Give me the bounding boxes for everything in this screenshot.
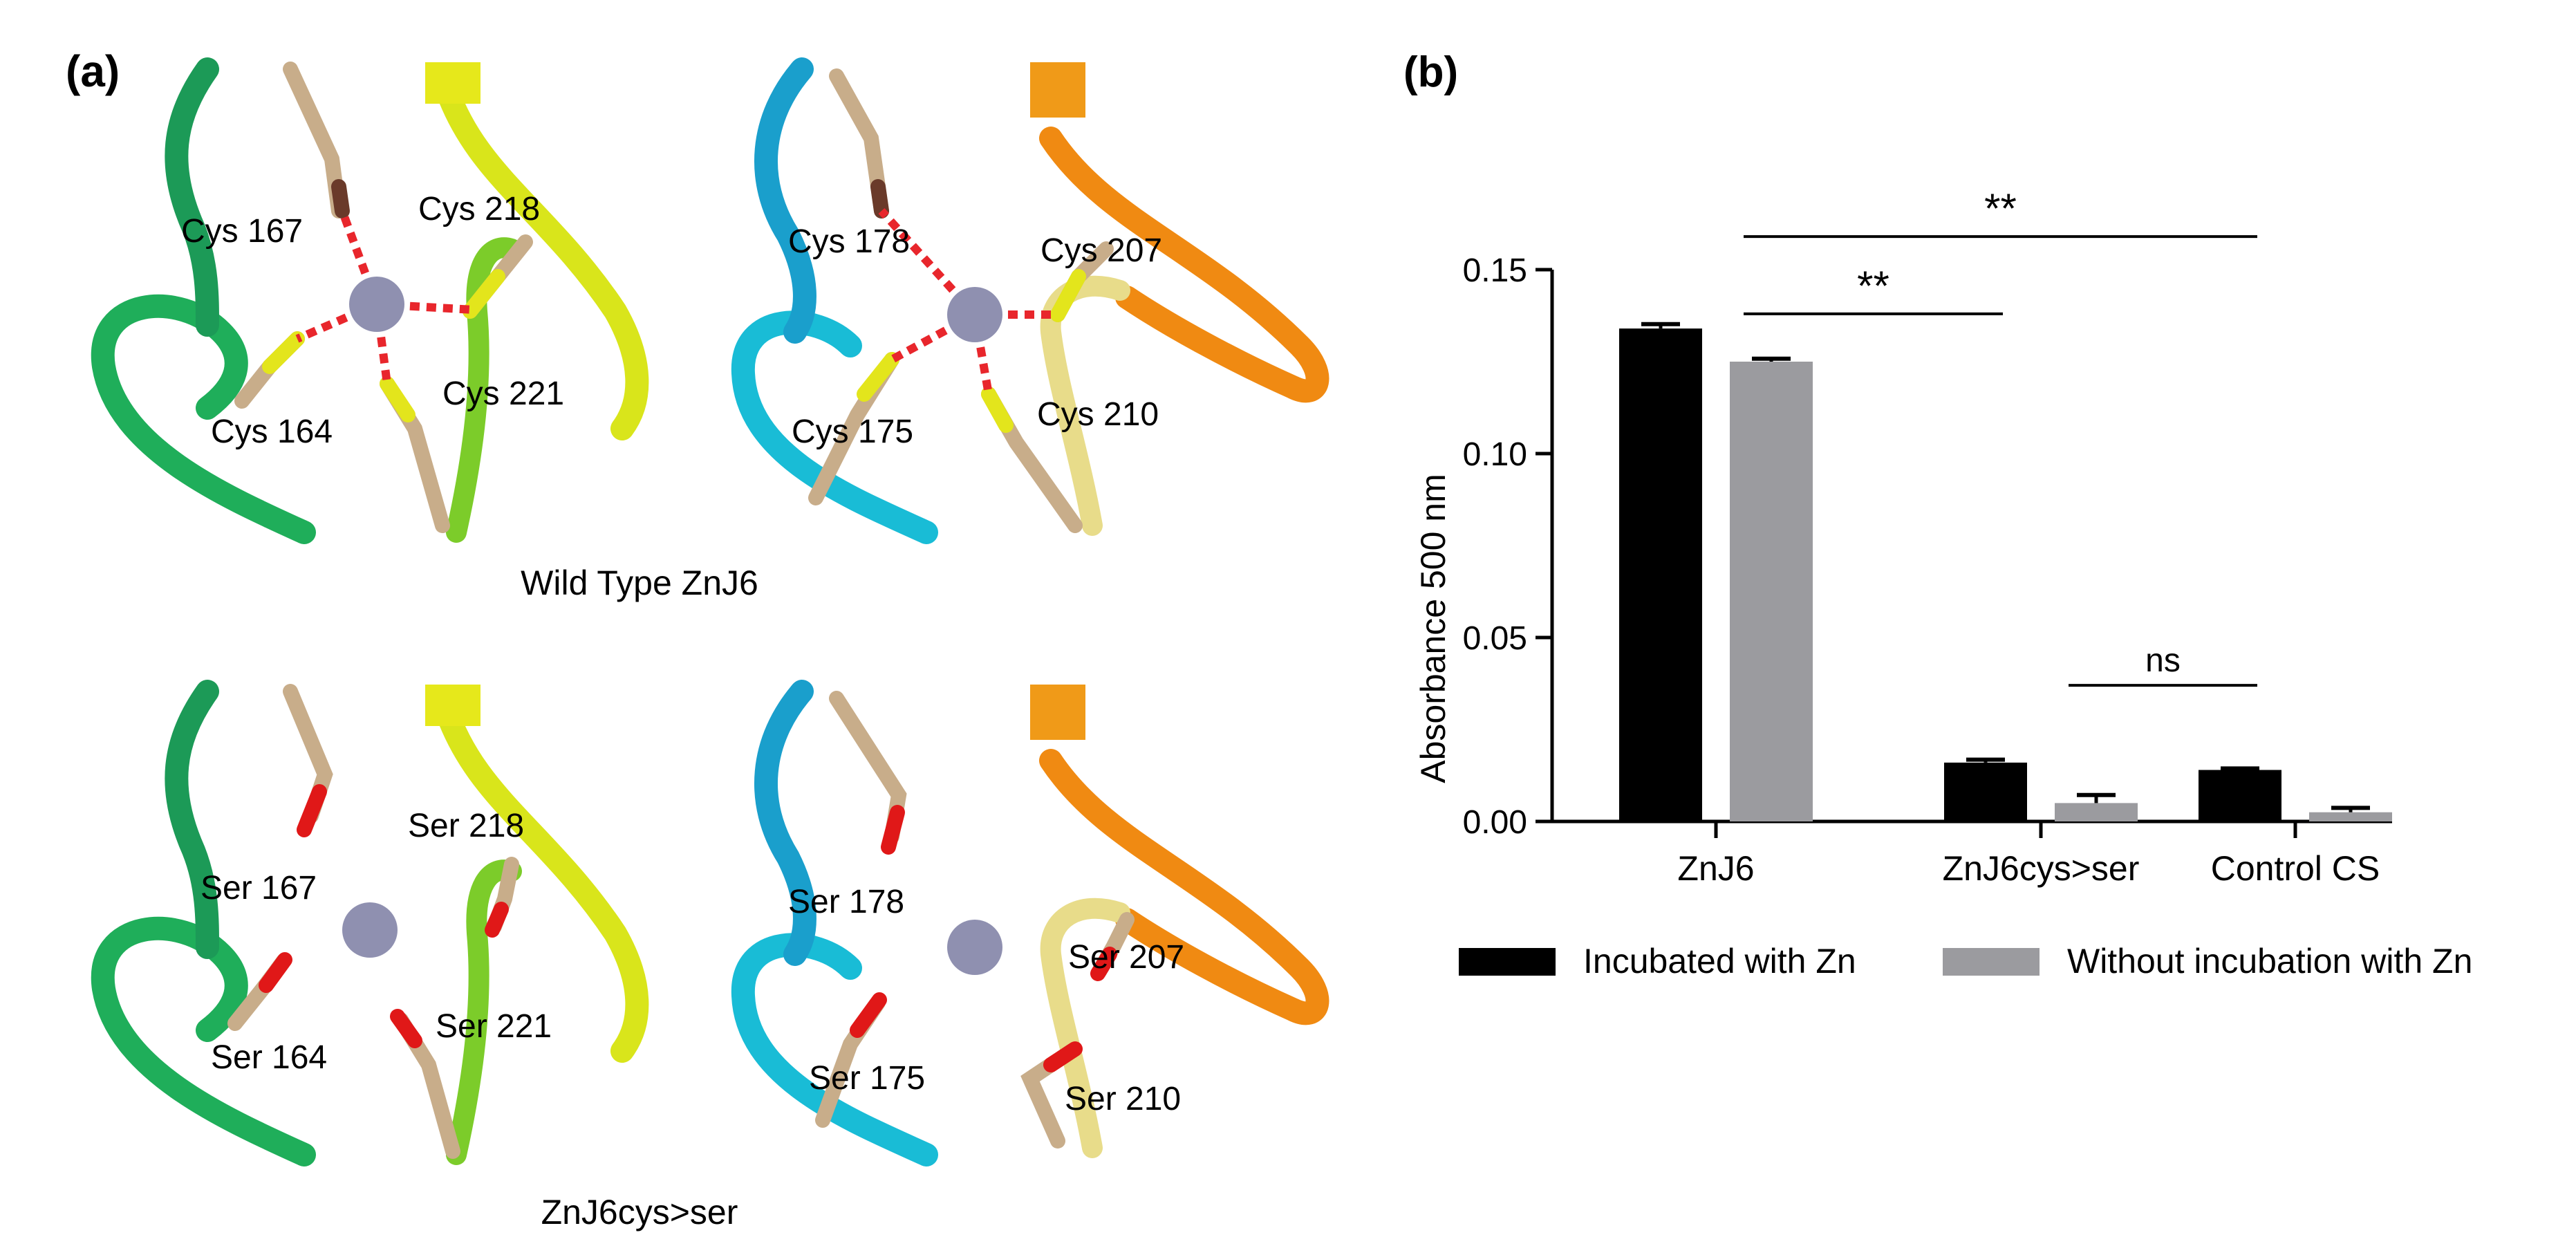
- y-tick-label: 0.05: [1463, 620, 1527, 657]
- legend-swatch: [1943, 948, 2040, 976]
- residue-label: Cys 178: [788, 223, 910, 260]
- residue-label: Ser 210: [1065, 1081, 1181, 1117]
- oxygen-218: [485, 902, 509, 938]
- x-tick-label: ZnJ6: [1677, 849, 1754, 888]
- y-tick-label: 0.10: [1463, 436, 1527, 473]
- bar: [1730, 362, 1813, 821]
- ribbon-green-lower: [91, 916, 316, 1166]
- zinc-atom: [349, 277, 404, 332]
- significance-label: **: [1857, 263, 1889, 309]
- helix-yellow-end: [425, 685, 480, 726]
- legend-label: Without incubation with Zn: [2067, 942, 2472, 980]
- legend: Incubated with Zn Without incubation with…: [1459, 942, 2472, 980]
- mut-right-structure: Ser 178 Ser 207 Ser 175 Ser 210: [731, 680, 1329, 1166]
- residue-label: Cys 175: [792, 413, 913, 450]
- zinc-coordination-bonds: [295, 209, 474, 384]
- sulfur-221: [380, 376, 416, 422]
- zinc-atom: [342, 902, 398, 958]
- sulfur-167-tip: [331, 179, 350, 219]
- y-tick-label: 0.00: [1463, 804, 1527, 841]
- oxygen-207: [1090, 947, 1117, 981]
- wt-right-structure: Cys 178 Cys 207 Cys 175 Cys 210: [731, 57, 1329, 544]
- ribbon-cyan-upper: [754, 57, 816, 344]
- panel-a-label: (a): [66, 46, 120, 96]
- ribbon-lime: [446, 237, 522, 543]
- residue-label: Ser 167: [200, 870, 317, 907]
- oxygen-164: [259, 952, 292, 993]
- bars: [1619, 322, 2392, 821]
- significance-label: ns: [2145, 642, 2181, 679]
- significance-annotations: ** ** ns: [1744, 185, 2257, 687]
- sulfur-210: [981, 387, 1014, 433]
- helix-yellow-end: [425, 62, 480, 104]
- significance-label: **: [1984, 185, 2017, 232]
- helix-orange-end: [1030, 62, 1085, 118]
- bar: [1619, 328, 1702, 821]
- panel-b-label: (b): [1403, 48, 1458, 96]
- x-tick-label: ZnJ6cys>ser: [1943, 849, 2140, 888]
- ribbon-green-upper: [165, 680, 219, 959]
- residue-label: Ser 178: [788, 884, 904, 920]
- oxygen-221: [390, 1009, 422, 1048]
- mut-left-structure: Ser 167 Ser 218 Ser 164 Ser 221: [91, 680, 649, 1166]
- residue-label: Cys 164: [211, 413, 333, 450]
- residue-label: Cys 221: [442, 375, 564, 412]
- residue-label: Cys 218: [418, 191, 540, 227]
- ribbon-cyan-lower: [731, 933, 938, 1166]
- bar: [1944, 762, 2027, 821]
- wild-type-caption: Wild Type ZnJ6: [521, 564, 758, 602]
- ribbon-orange: [1039, 127, 1329, 403]
- residue-label: Cys 167: [181, 213, 303, 250]
- residue-label: Ser 221: [436, 1008, 552, 1045]
- ribbon-orange: [1039, 749, 1329, 1025]
- legend-label: Incubated with Zn: [1583, 942, 1856, 980]
- ribbon-cyan-upper: [754, 680, 816, 966]
- helix-orange-end: [1030, 685, 1085, 740]
- ribbon-lime: [446, 859, 522, 1165]
- sulfur-178-tip: [870, 179, 889, 219]
- ribbon-green-upper: [165, 57, 219, 337]
- residue-label: Ser 207: [1068, 939, 1184, 976]
- wt-left-structure: Cys 167 Cys 218 Cys 164 Cys 221: [91, 57, 649, 544]
- legend-swatch: [1459, 948, 1556, 976]
- bar: [2309, 812, 2392, 821]
- oxygen-167: [297, 784, 327, 837]
- oxygen-178: [881, 805, 905, 855]
- sulfur-164: [262, 331, 305, 374]
- oxygen-175: [850, 992, 887, 1038]
- bar: [2199, 770, 2281, 821]
- y-axis-label: Absorbance 500 nm: [1414, 474, 1453, 783]
- bar: [2055, 803, 2138, 821]
- x-tick-label: Control CS: [2211, 849, 2380, 888]
- mutant-caption: ZnJ6cys>ser: [541, 1193, 738, 1231]
- sulfur-218: [463, 269, 505, 319]
- x-axis: ZnJ6 ZnJ6cys>ser Control CS: [1552, 819, 2392, 888]
- residue-label: Cys 207: [1040, 232, 1162, 269]
- zinc-atom: [947, 287, 1002, 342]
- sulfur-175: [857, 352, 899, 402]
- residue-label: Ser 175: [809, 1060, 925, 1097]
- zinc-atom: [947, 920, 1002, 975]
- ribbon-yellow: [431, 687, 649, 1063]
- oxygen-210: [1043, 1041, 1083, 1072]
- residue-label: Ser 164: [211, 1039, 327, 1076]
- ribbon-yellow: [431, 64, 649, 440]
- residue-label: Ser 218: [408, 808, 524, 844]
- sulfur-207: [1050, 269, 1086, 322]
- ribbon-pale-yellow: [1040, 898, 1130, 1158]
- ribbon-green-lower: [91, 294, 316, 544]
- residue-label: Cys 210: [1037, 396, 1159, 433]
- y-tick-label: 0.15: [1463, 252, 1527, 289]
